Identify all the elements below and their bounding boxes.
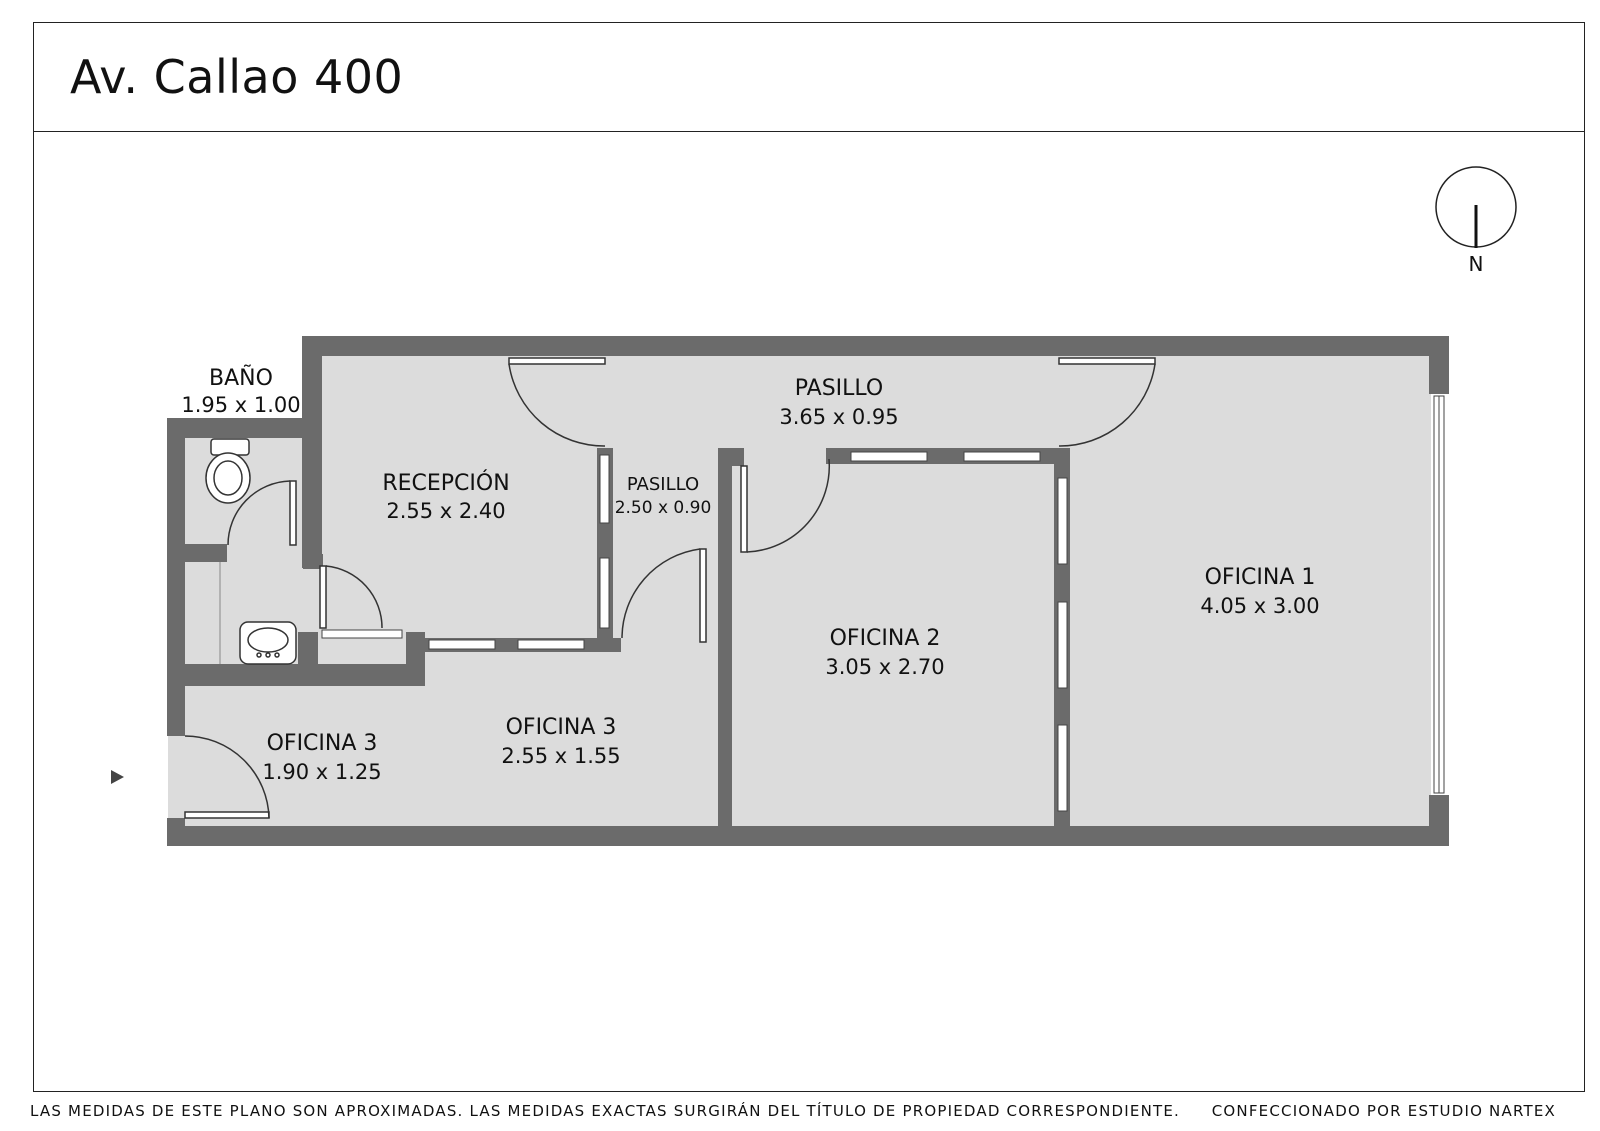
room-dims-oficina-3a: 1.90 x 1.25 <box>262 760 381 784</box>
wall-east-upper <box>1429 336 1449 394</box>
entrance-gap <box>168 736 182 818</box>
door-entrance-arc <box>184 735 270 819</box>
room-name-pasillo-2: PASILLO <box>627 474 699 495</box>
page-frame: Av. Callao 400 <box>33 22 1585 1092</box>
wall-recepcion-stub <box>406 632 425 686</box>
door-oficina1-leaf <box>1058 357 1156 365</box>
door-oficina1-arc <box>1058 363 1156 447</box>
door-recepcion-arc <box>325 565 383 629</box>
room-labels: BAÑO 1.95 x 1.00 RECEPCIÓN 2.55 x 2.40 P… <box>181 364 1319 784</box>
page-title: Av. Callao 400 <box>70 50 404 104</box>
wall-bano-north <box>167 418 322 438</box>
room-name-pasillo-1: PASILLO <box>795 376 883 401</box>
arrow-right-icon <box>111 770 124 784</box>
wall-bano-sink-stub <box>298 632 318 664</box>
wall-bano-door-jamb <box>303 554 323 569</box>
wall-bano-east <box>302 336 322 568</box>
window-recepcion-e1 <box>599 454 610 524</box>
wall-east-lower <box>1429 795 1449 846</box>
room-dims-bano: 1.95 x 1.00 <box>181 393 300 417</box>
window-oficina2-n2 <box>963 451 1041 462</box>
room-dims-oficina-3b: 2.55 x 1.55 <box>501 744 620 768</box>
room-name-oficina-1: OFICINA 1 <box>1205 565 1316 590</box>
room-dims-pasillo-2: 2.50 x 0.90 <box>615 498 712 518</box>
door-pasillo2-leaf <box>699 548 707 643</box>
wall-bano-south <box>185 664 425 686</box>
window-recepcion-s1 <box>428 639 496 650</box>
room-name-oficina-2: OFICINA 2 <box>830 626 941 651</box>
windows <box>321 395 1445 812</box>
room-dims-oficina-2: 3.05 x 2.70 <box>825 655 944 679</box>
door-oficina2-arc <box>746 458 831 553</box>
wall-west-lower <box>167 818 185 846</box>
window-recepcion-s2 <box>517 639 585 650</box>
window-recepcion-e2 <box>599 557 610 629</box>
room-name-oficina-3b: OFICINA 3 <box>506 715 617 740</box>
room-name-recepcion: RECEPCIÓN <box>382 470 509 496</box>
wall-bano-partition <box>185 544 227 562</box>
room-dims-recepcion: 2.55 x 2.40 <box>386 499 505 523</box>
door-entrance-leaf <box>184 811 270 819</box>
wall-west-upper <box>167 418 185 736</box>
window-oficina1-w3 <box>1057 724 1068 812</box>
door-oficina2-leaf <box>740 465 748 553</box>
footer-disclaimer: LAS MEDIDAS DE ESTE PLANO SON APROXIMADA… <box>30 1102 1181 1120</box>
toilet-icon <box>205 438 251 504</box>
door-pasillo-west-arc <box>508 363 606 447</box>
compass: N <box>1435 166 1517 276</box>
door-pasillo2-arc <box>621 548 701 639</box>
door-recepcion-leaf <box>319 565 327 629</box>
room-dims-pasillo-1: 3.65 x 0.95 <box>779 405 898 429</box>
floor-main <box>305 348 1431 826</box>
fixtures <box>205 438 297 665</box>
window-oficina2-n1 <box>850 451 928 462</box>
door-pasillo-west-leaf <box>508 357 606 365</box>
room-name-bano: BAÑO <box>209 364 273 391</box>
outer-walls <box>167 336 1449 846</box>
room-dims-oficina-1: 4.05 x 3.00 <box>1200 594 1319 618</box>
sink-icon <box>239 621 297 665</box>
window-bano-sink <box>321 629 403 639</box>
compass-label: N <box>1469 252 1484 276</box>
window-oficina1-w1 <box>1057 477 1068 565</box>
wall-oficina2-west <box>718 448 732 846</box>
door-bano-leaf <box>289 480 297 546</box>
header: Av. Callao 400 <box>34 23 1584 132</box>
footer-credit: CONFECCIONADO POR ESTUDIO NARTEX <box>1211 1102 1556 1120</box>
wall-south <box>167 826 1449 846</box>
wall-north <box>302 336 1449 356</box>
doors <box>168 357 1156 819</box>
room-name-oficina-3a: OFICINA 3 <box>267 731 378 756</box>
window-oficina1-w2 <box>1057 601 1068 689</box>
door-bano-arc <box>227 480 291 546</box>
wall-oficina2-corner <box>718 448 744 466</box>
